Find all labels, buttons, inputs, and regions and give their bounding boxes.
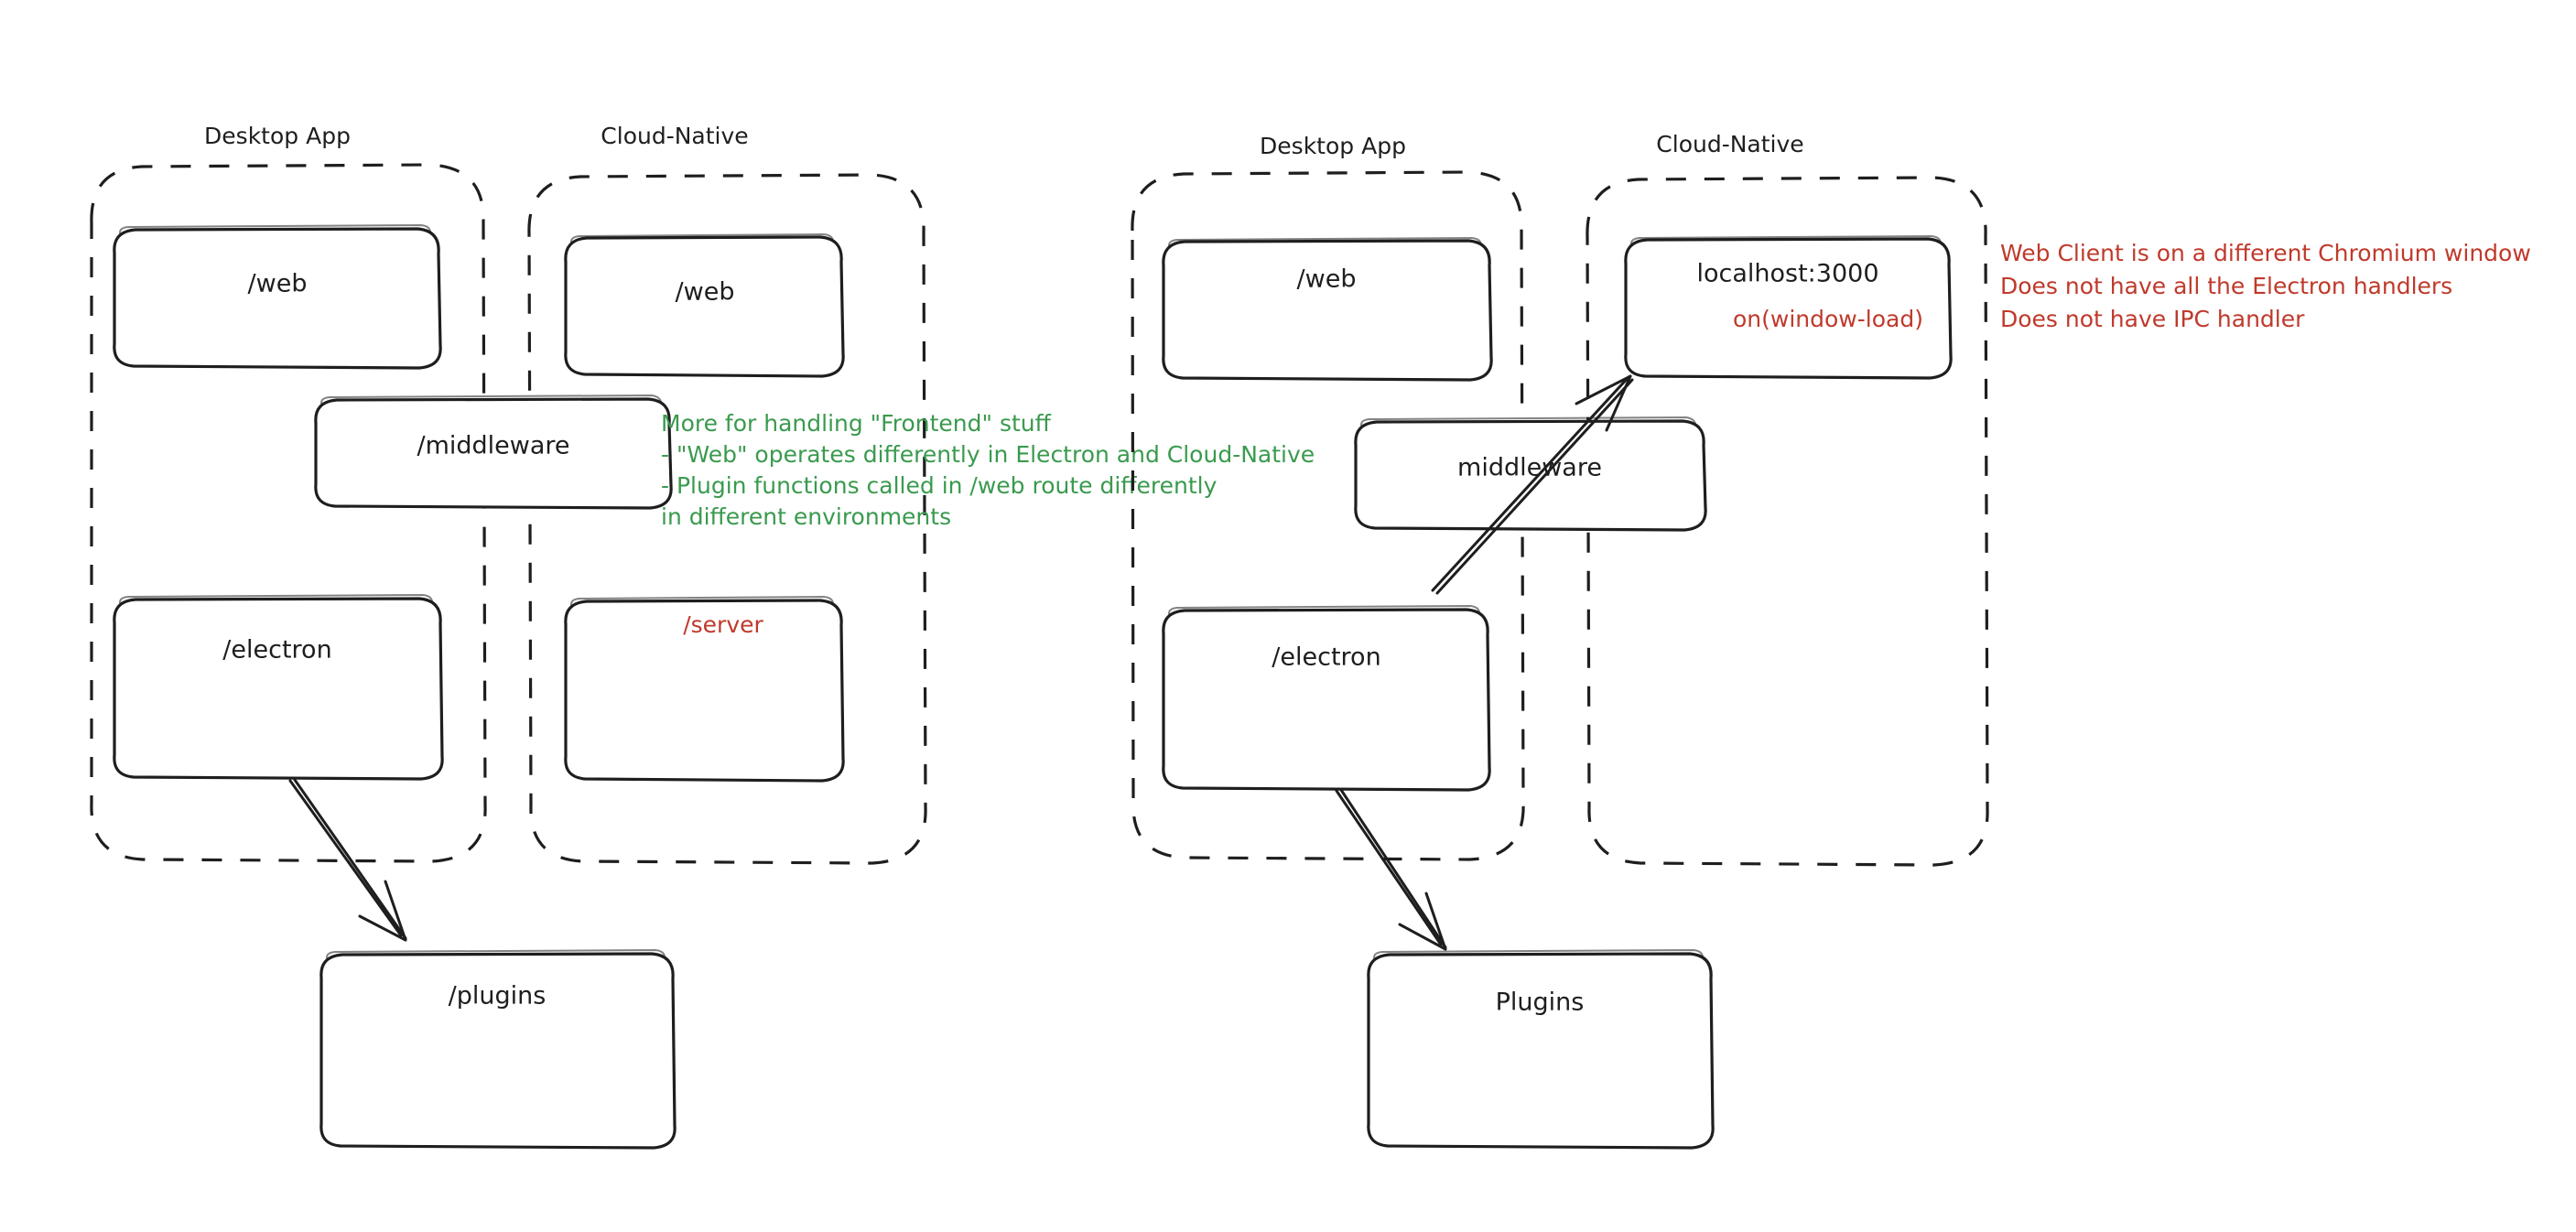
node-left-desktop-web[interactable]: /web bbox=[113, 224, 442, 370]
annotation-green-line-4: in different environments bbox=[661, 503, 951, 530]
node-left-cloud-server[interactable]: /server bbox=[564, 596, 845, 783]
group-label-left-desktop-app: Desktop App bbox=[204, 123, 351, 149]
node-label-right-desktop-web: /web bbox=[1297, 265, 1357, 294]
node-right-desktop-electron[interactable]: /electron bbox=[1162, 605, 1491, 792]
node-label-left-middleware: /middleware bbox=[417, 432, 569, 460]
node-label-right-cloud-localhost: localhost:3000 bbox=[1696, 260, 1878, 288]
annotation-green-line-3: - Plugin functions called in /web route … bbox=[661, 472, 1218, 499]
annotation-web-client-note: Web Client is on a different Chromium wi… bbox=[2000, 240, 2531, 332]
node-label-right-plugins: Plugins bbox=[1496, 989, 1585, 1017]
dashed-group-left-desktop-app bbox=[90, 163, 487, 863]
dashed-group-left-cloud-native bbox=[527, 173, 927, 865]
annotation-red-line-1: Web Client is on a different Chromium wi… bbox=[2000, 240, 2531, 266]
node-label-left-desktop-electron: /electron bbox=[222, 636, 331, 665]
node-right-middleware[interactable]: middleware bbox=[1354, 416, 1707, 532]
node-left-desktop-electron[interactable]: /electron bbox=[113, 594, 444, 781]
node-label-left-cloud-server: /server bbox=[683, 611, 763, 638]
node-left-middleware[interactable]: /middleware bbox=[314, 394, 673, 510]
node-label-right-desktop-electron: /electron bbox=[1272, 643, 1380, 672]
annotation-green-line-1: More for handling "Frontend" stuff bbox=[661, 410, 1052, 437]
group-label-left-cloud-native: Cloud-Native bbox=[601, 123, 748, 149]
node-right-cloud-localhost[interactable]: localhost:3000 on(window-load) bbox=[1624, 235, 1953, 380]
node-sublabel-right-cloud-localhost: on(window-load) bbox=[1733, 306, 1923, 332]
annotation-red-line-2: Does not have all the Electron handlers bbox=[2000, 273, 2452, 299]
annotation-middleware-note: More for handling "Frontend" stuff - "We… bbox=[661, 410, 1315, 530]
arrow-right-electron-to-localhost bbox=[1431, 374, 1634, 595]
annotation-red-line-3: Does not have IPC handler bbox=[2000, 306, 2305, 332]
node-label-left-plugins: /plugins bbox=[449, 982, 547, 1010]
dashed-group-right-desktop-app bbox=[1131, 170, 1525, 861]
node-right-plugins[interactable]: Plugins bbox=[1367, 949, 1715, 1150]
arrow-right-electron-to-plugins bbox=[1335, 788, 1447, 951]
group-label-right-desktop-app: Desktop App bbox=[1260, 133, 1406, 159]
group-label-right-cloud-native: Cloud-Native bbox=[1656, 131, 1803, 157]
node-left-cloud-web[interactable]: /web bbox=[564, 233, 845, 378]
node-left-plugins[interactable]: /plugins bbox=[319, 949, 676, 1150]
annotation-green-line-2: - "Web" operates differently in Electron… bbox=[661, 441, 1315, 468]
dashed-group-right-cloud-native bbox=[1586, 176, 1989, 867]
arrow-left-electron-to-plugins bbox=[288, 778, 407, 942]
node-label-left-desktop-web: /web bbox=[248, 270, 308, 298]
node-right-desktop-web[interactable]: /web bbox=[1162, 237, 1493, 382]
node-label-left-cloud-web: /web bbox=[676, 278, 735, 307]
node-label-right-middleware: middleware bbox=[1457, 454, 1602, 482]
